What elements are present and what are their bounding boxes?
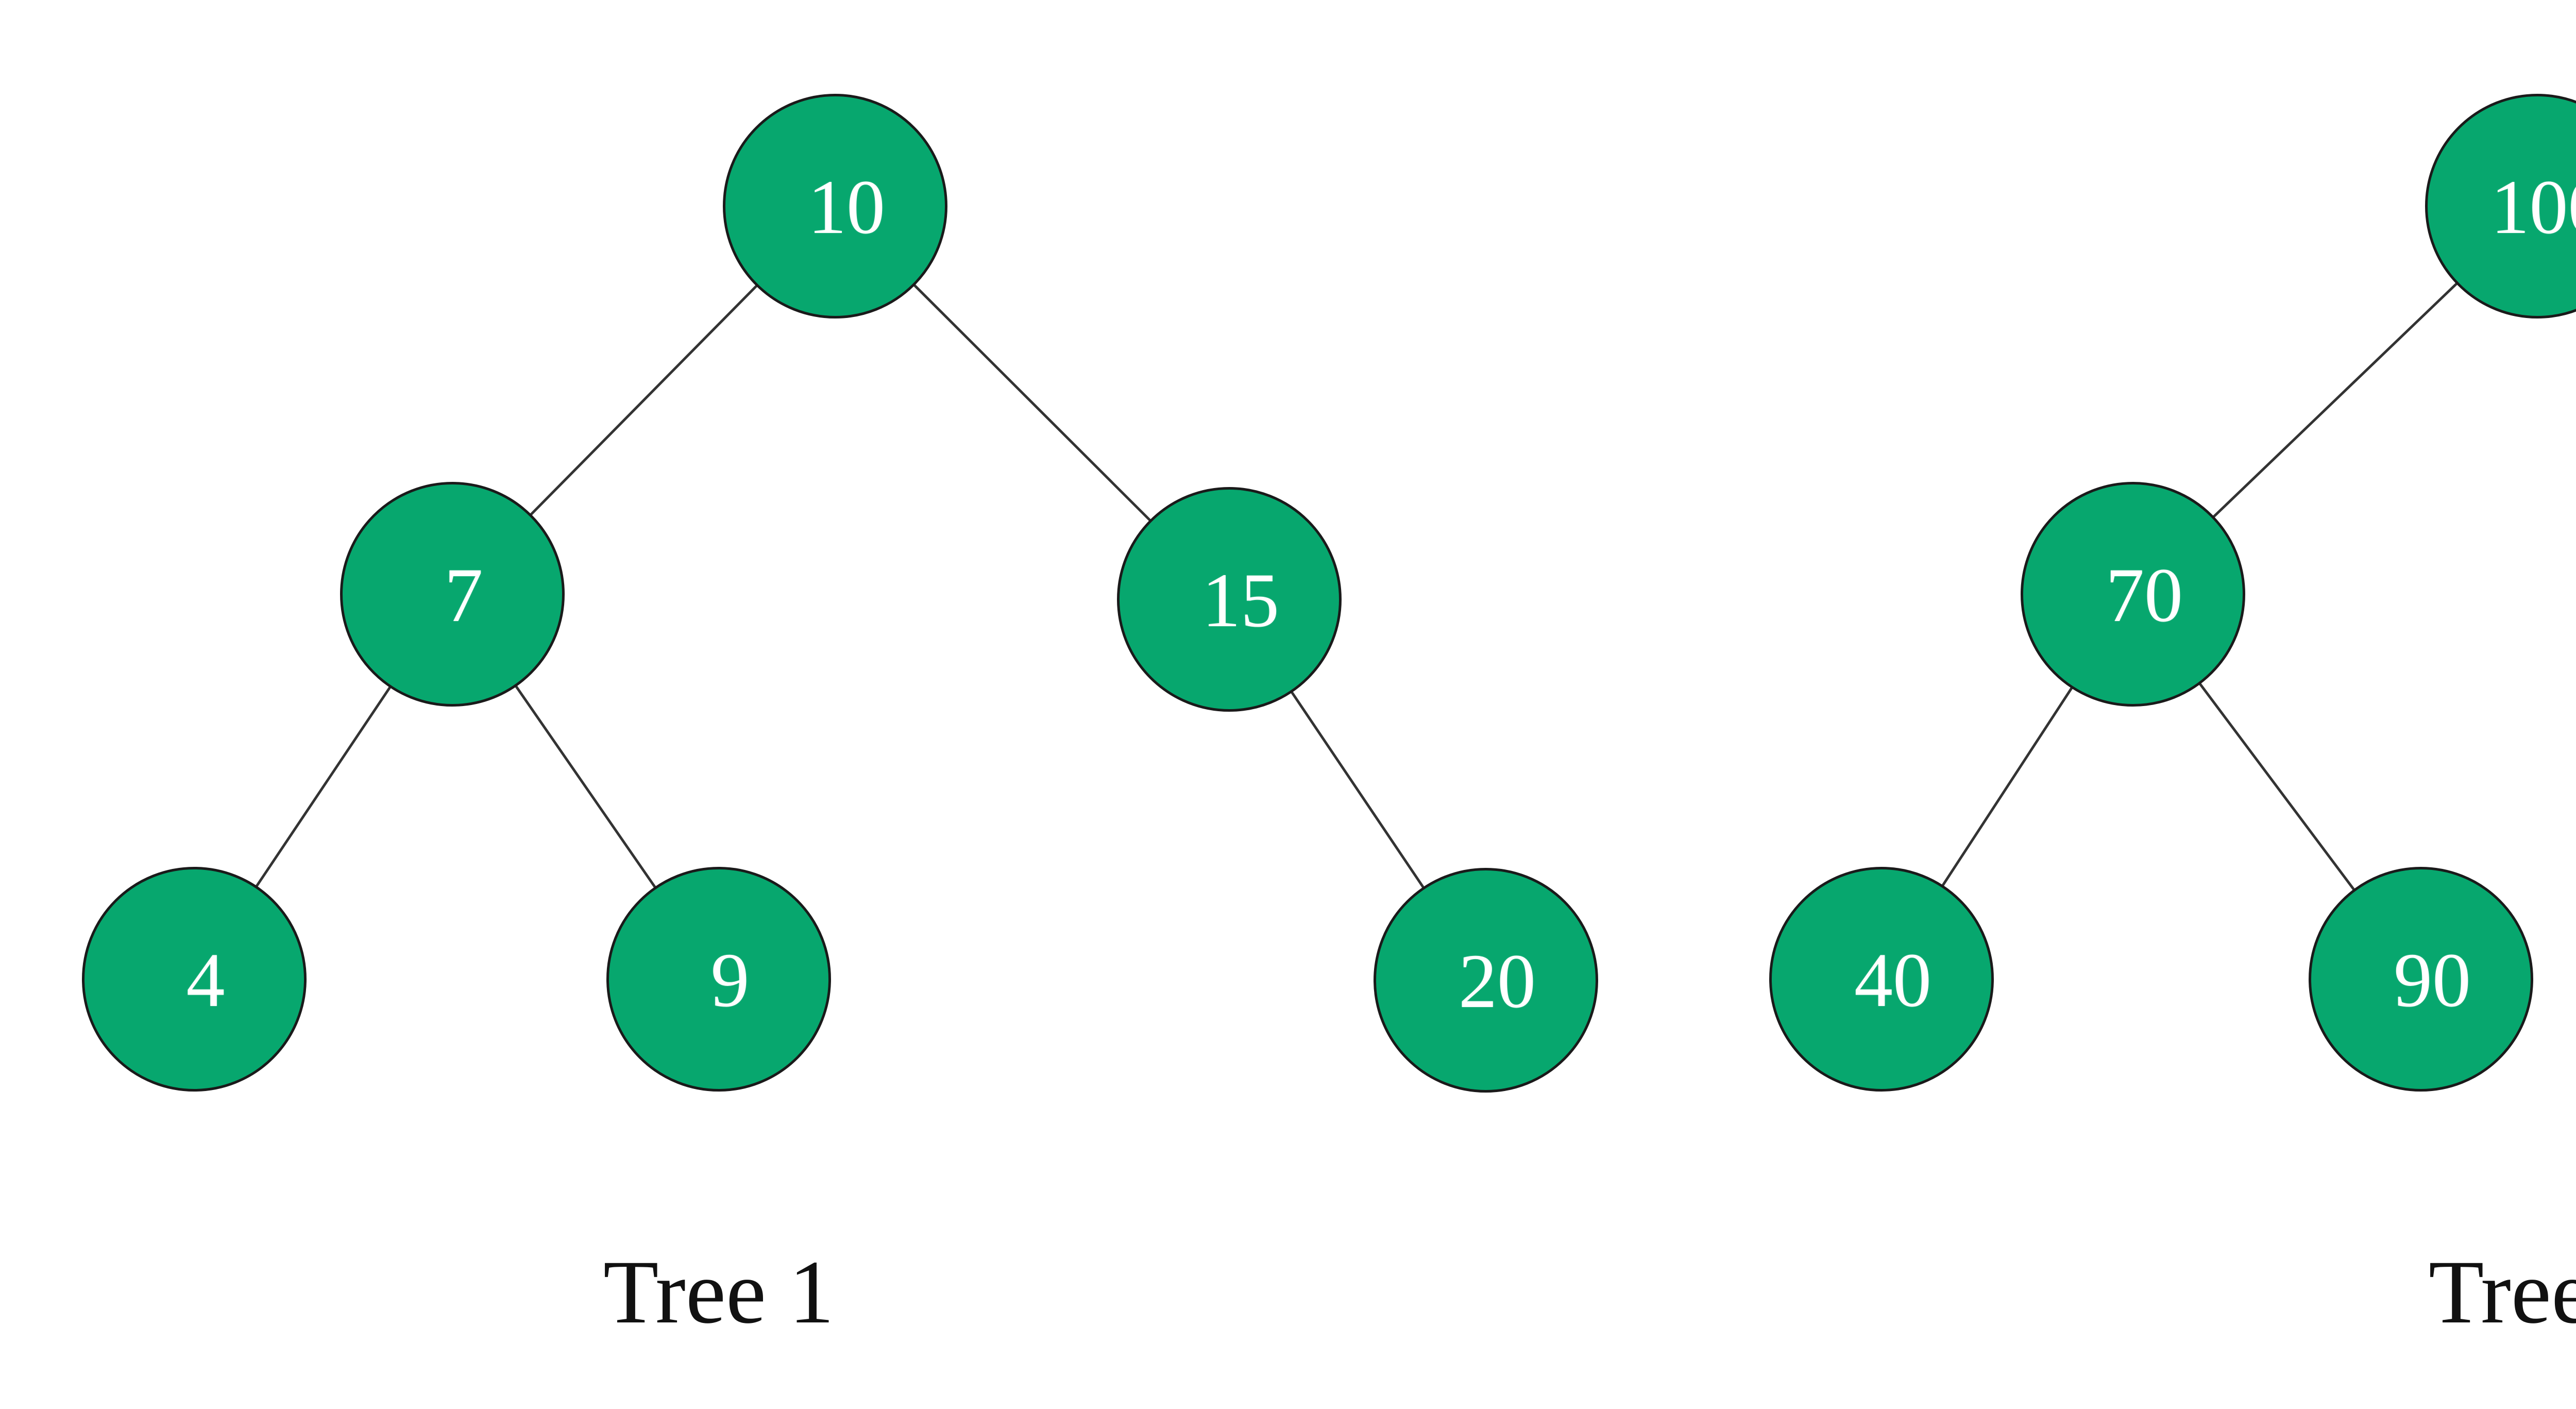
tree-node-label: 7	[444, 552, 483, 638]
tree-edge	[514, 683, 657, 890]
tree-edge	[1290, 689, 1426, 891]
tree-edge	[2197, 681, 2357, 893]
tree-node-20[interactable]: 20	[1374, 868, 1598, 1093]
tree-node-label: 10	[808, 164, 885, 250]
tree-node-label: 100	[2490, 164, 2576, 250]
tree-node-label: 20	[1459, 938, 1536, 1024]
tree-node-70[interactable]: 70	[2021, 482, 2245, 707]
tree-node-10[interactable]: 10	[723, 94, 947, 318]
tree-node-7[interactable]: 7	[340, 482, 565, 707]
tree-node-4[interactable]: 4	[82, 867, 307, 1092]
tree-caption-1: Tree 1	[603, 1242, 835, 1343]
tree-node-label: 4	[186, 937, 225, 1023]
tree-node-100[interactable]: 100	[2425, 94, 2576, 318]
tree-edge	[528, 283, 759, 517]
tree-caption-2: Tree 2	[2428, 1242, 2576, 1343]
tree-edge	[912, 282, 1153, 523]
tree-node-15[interactable]: 15	[1117, 487, 1342, 712]
tree-node-40[interactable]: 40	[1769, 867, 1994, 1092]
tree-node-9[interactable]: 9	[606, 867, 831, 1092]
tree-edge	[1940, 685, 2074, 888]
tree-edge	[254, 684, 393, 889]
tree-node-label: 90	[2394, 937, 2471, 1023]
tree-node-label: 9	[710, 937, 750, 1023]
tree-node-90[interactable]: 90	[2309, 867, 2533, 1092]
tree-node-label: 40	[1854, 937, 1931, 1023]
tree-node-label: 15	[1202, 558, 1279, 643]
tree-node-label: 70	[2106, 552, 2183, 638]
tree-edge	[2211, 281, 2460, 519]
